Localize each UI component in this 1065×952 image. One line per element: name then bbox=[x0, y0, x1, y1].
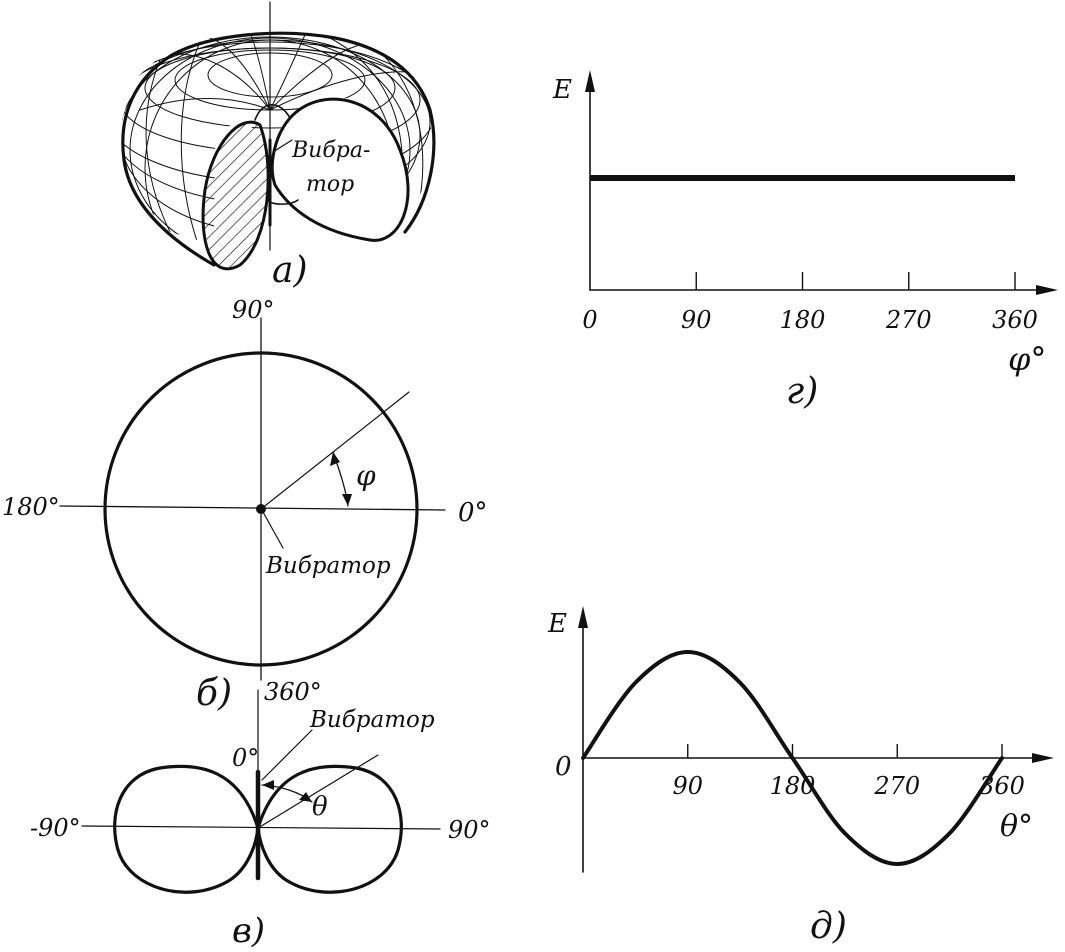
fig-b-label: б) bbox=[196, 673, 232, 714]
chart-d-ylabel: E bbox=[547, 609, 567, 639]
chart-g-tick-label: 180 bbox=[780, 306, 826, 334]
chart-d-series-line bbox=[581, 649, 1004, 867]
horizontal-pattern bbox=[59, 317, 446, 681]
chart-d-y-arrow bbox=[578, 606, 588, 628]
chart-g-tick-label: 0 bbox=[582, 306, 597, 334]
fig-b-angle-bottom: 360° bbox=[264, 678, 322, 706]
chart-g-tick-label: 270 bbox=[885, 306, 932, 334]
chart-d bbox=[578, 606, 1054, 873]
fig-v-angle-top: 0° bbox=[232, 744, 259, 772]
vibrator-point bbox=[256, 504, 266, 514]
fig-a-vibrator-label-2: тор bbox=[306, 172, 354, 197]
chart-g-xlabel: φ° bbox=[1008, 340, 1046, 378]
fig-b-angle-symbol: φ bbox=[356, 459, 376, 492]
chart-d-panel-label: д) bbox=[810, 906, 847, 947]
chart-d-tick-label: 360 bbox=[979, 772, 1025, 800]
fig-a-vibrator-label-1: Вибра- bbox=[291, 138, 370, 163]
chart-d-tick-label: 90 bbox=[672, 772, 703, 800]
chart-g-panel-label: г) bbox=[786, 371, 818, 412]
fig-v-label: в) bbox=[232, 911, 265, 951]
chart-g bbox=[585, 70, 1058, 295]
chart-g-y-arrow bbox=[585, 70, 595, 92]
fig-v-angle-right: 90° bbox=[448, 816, 491, 844]
chart-d-xlabel: θ° bbox=[1000, 809, 1033, 844]
torus-pattern bbox=[121, 1, 436, 271]
chart-d-x-arrow bbox=[1032, 753, 1054, 763]
chart-d-origin-label: 0 bbox=[555, 752, 572, 782]
fig-v-angle-left: -90° bbox=[30, 814, 81, 842]
fig-b-angle-top: 90° bbox=[232, 296, 275, 324]
chart-g-ylabel: E bbox=[552, 75, 572, 105]
vertical-pattern bbox=[81, 689, 441, 894]
chart-d-tick-label: 270 bbox=[873, 772, 920, 800]
chart-g-x-arrow bbox=[1036, 285, 1058, 295]
chart-g-tick-label: 360 bbox=[992, 306, 1038, 334]
chart-d-tick-label: 180 bbox=[770, 772, 816, 800]
fig-b-angle-left: 180° bbox=[2, 493, 60, 521]
fig-a-label: а) bbox=[272, 250, 308, 291]
fig-b-vibrator-label: Вибратор bbox=[265, 553, 391, 579]
fig-b-angle-right: 0° bbox=[458, 498, 488, 528]
fig-v-vibrator-label: Вибратор bbox=[309, 707, 435, 733]
chart-g-tick-label: 90 bbox=[681, 306, 712, 334]
fig-v-angle-symbol: θ bbox=[312, 792, 328, 822]
